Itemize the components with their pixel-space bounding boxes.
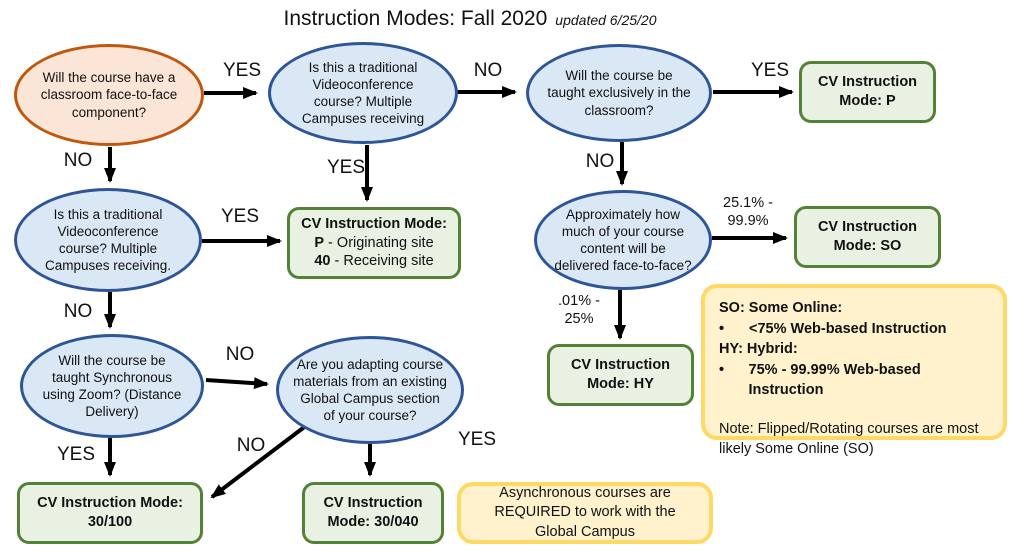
edge-label-videoconf-top-no: NO	[473, 60, 503, 81]
result-mode-p40-receiving-label: - Receiving site	[330, 253, 434, 270]
edge-label-classroom-no: NO	[63, 150, 93, 171]
note-hy-detail: 75% - 99.99% Web-based Instruction	[748, 361, 921, 399]
result-mode-p-text: CV Instruction Mode: P	[817, 74, 918, 109]
result-mode-30-040-text: CV Instruction Mode: 30/040	[323, 495, 423, 530]
question-face-to-face-percentage: Approximately how much of your course co…	[534, 190, 712, 290]
page-title-text: Instruction Modes: Fall 2020	[283, 7, 548, 30]
note-online-modes: SO: Some Online: • <75% Web-based Instru…	[701, 284, 1007, 457]
edge-label-videoconf-left-yes: YES	[220, 206, 260, 227]
bullet-icon: •	[719, 320, 725, 337]
note-so-detail: <75% Web-based Instruction	[749, 320, 947, 337]
question-videoconference-top-text: Is this a traditional Videoconference co…	[301, 59, 425, 127]
edge-label-classroom-yes: YES	[222, 60, 262, 81]
note-flipped-rotating: Note: Flipped/Rotating courses are most …	[719, 420, 979, 458]
question-videoconference-left: Is this a traditional Videoconference co…	[14, 188, 202, 292]
note-so-bullet-row: • <75% Web-based Instruction	[719, 319, 991, 340]
question-face-to-face-percentage-text: Approximately how much of your course co…	[554, 206, 692, 274]
result-mode-p40-heading: CV Instruction Mode:	[301, 215, 447, 232]
result-mode-hy: CV Instruction Mode: HY	[547, 344, 694, 406]
question-exclusive-classroom: Will the course be taught exclusively in…	[526, 44, 712, 142]
result-mode-so: CV Instruction Mode: SO	[794, 206, 941, 268]
note-hy-bullet-row: • 75% - 99.99% Web-based Instruction	[719, 360, 991, 401]
edge-label-global-yes: YES	[457, 429, 497, 450]
edge-label-global-no: NO	[236, 435, 266, 456]
note-so-title: SO: Some Online:	[719, 300, 843, 316]
result-mode-so-text: CV Instruction Mode: SO	[817, 219, 918, 254]
arrow-zoom-no	[205, 377, 269, 390]
result-mode-hy-text: CV Instruction Mode: HY	[570, 357, 671, 392]
result-mode-30-100-text: CV Instruction Mode: 30/100	[37, 495, 183, 530]
question-videoconference-left-text: Is this a traditional Videoconference co…	[44, 206, 172, 274]
result-mode-p40-originating: P - Originating site	[314, 234, 433, 253]
edge-label-zoom-no: NO	[225, 344, 255, 365]
note-online-modes-content: SO: Some Online: • <75% Web-based Instru…	[705, 288, 1003, 468]
question-classroom-component: Will the course have a classroom face-to…	[14, 44, 204, 146]
page-title: Instruction Modes: Fall 2020 updated 6/25…	[170, 7, 770, 31]
question-classroom-component-text: Will the course have a classroom face-to…	[40, 70, 178, 120]
note-hy-title: HY: Hybrid:	[719, 341, 798, 358]
note-spacer	[719, 401, 991, 419]
result-mode-p40: CV Instruction Mode: P - Originating sit…	[287, 207, 461, 279]
edge-label-zoom-yes: YES	[56, 444, 96, 465]
edge-label-pct-so-range: 25.1% - 99.9%	[723, 195, 773, 230]
result-mode-p: CV Instruction Mode: P	[799, 61, 936, 123]
page-title-updated: updated 6/25/20	[555, 12, 657, 28]
result-mode-p40-receiving-code: 40	[314, 253, 331, 270]
question-zoom-synchronous-text: Will the course be taught Synchronous us…	[42, 352, 182, 420]
result-mode-p40-originating-code: P	[314, 234, 325, 251]
question-global-campus-adapt: Are you adapting course materials from a…	[276, 336, 464, 444]
edge-label-videoconf-top-yes: YES	[326, 157, 366, 178]
note-asynchronous-text: Asynchronous courses are REQUIRED to wor…	[494, 484, 676, 540]
result-mode-p40-originating-label: - Originating site	[324, 234, 434, 251]
result-mode-30-100: CV Instruction Mode: 30/100	[17, 482, 203, 544]
edge-label-videoconf-left-no: NO	[63, 301, 93, 322]
result-mode-30-040: CV Instruction Mode: 30/040	[302, 482, 444, 544]
result-mode-p40-receiving: 40 - Receiving site	[314, 252, 433, 271]
edge-label-exclusive-no: NO	[585, 151, 615, 172]
note-asynchronous: Asynchronous courses are REQUIRED to wor…	[457, 482, 713, 544]
question-exclusive-classroom-text: Will the course be taught exclusively in…	[547, 68, 691, 118]
question-zoom-synchronous: Will the course be taught Synchronous us…	[20, 334, 204, 438]
bullet-icon: •	[719, 361, 725, 378]
question-videoconference-top: Is this a traditional Videoconference co…	[268, 42, 458, 144]
edge-label-pct-hy-range: .01% - 25%	[558, 293, 600, 328]
edge-label-exclusive-yes: YES	[750, 60, 790, 81]
question-global-campus-adapt-text: Are you adapting course materials from a…	[293, 356, 447, 424]
